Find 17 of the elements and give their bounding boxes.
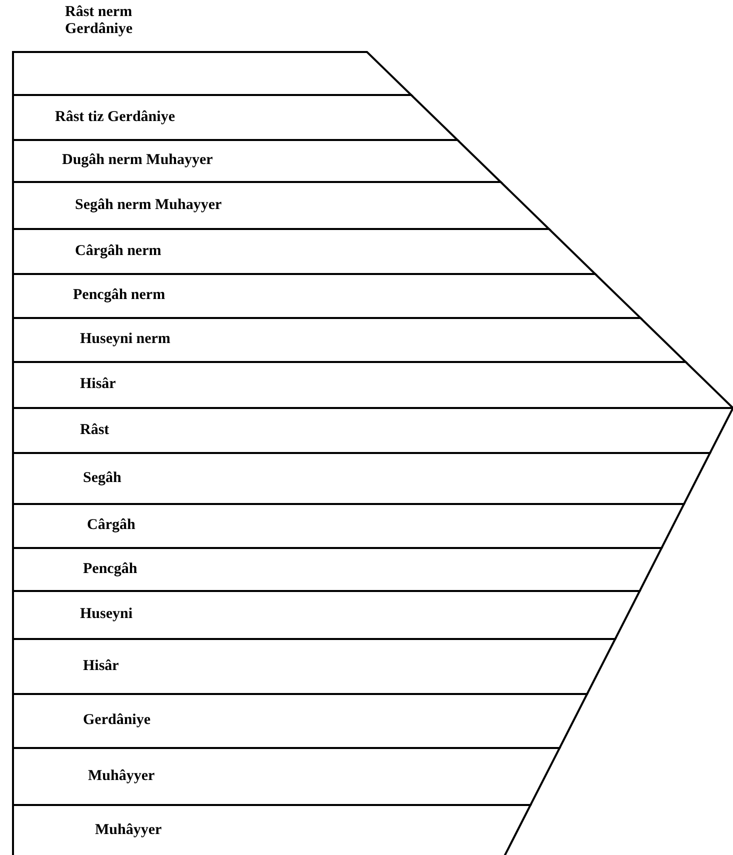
string-label: Hisâr — [83, 658, 119, 674]
string-label: Huseyni — [80, 606, 133, 623]
string-label: Gerdâniye — [83, 712, 150, 729]
string-label: Pencgâh — [83, 560, 138, 578]
string-label: Cârgâh — [87, 517, 136, 534]
string-label: Hisâr — [80, 376, 116, 393]
string-label: Râst — [80, 422, 110, 438]
string-label: Cârgâh nerm — [75, 242, 162, 260]
string-label: Segâh — [83, 470, 122, 486]
string-label: Huseyni nerm — [80, 331, 170, 348]
string-label: Dugâh nerm Muhayyer — [62, 152, 213, 169]
string-label: Muhâyyer — [95, 822, 162, 838]
string-label: Pencgâh nerm — [73, 287, 166, 304]
string-heading: Râst nerm Gerdâniye — [65, 4, 134, 38]
string-label: Segâh nerm Muhayyer — [75, 196, 222, 214]
string-label: Râst tiz Gerdâniye — [55, 108, 175, 126]
string-label: Muhâyyer — [88, 768, 155, 784]
